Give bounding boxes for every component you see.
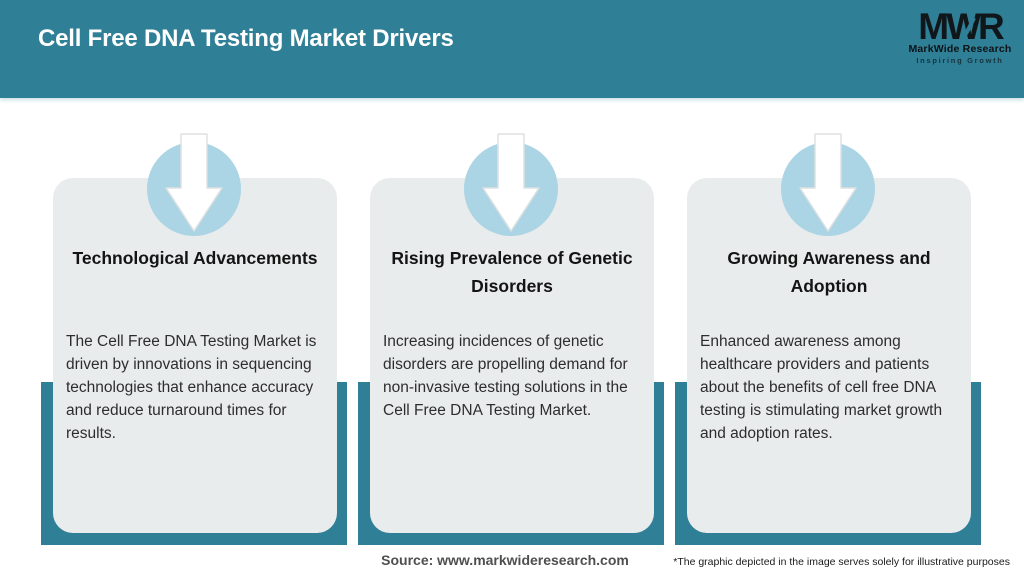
card-description: The Cell Free DNA Testing Market is driv… <box>66 333 317 442</box>
source-credit: Source: www.markwideresearch.com <box>381 552 629 568</box>
card-title: Growing Awareness and Adoption <box>727 248 931 296</box>
card-description: Increasing incidences of genetic disorde… <box>383 333 628 419</box>
driver-card-growing-awareness: Growing Awareness and Adoption Enhanced … <box>675 130 981 545</box>
down-arrow-icon <box>482 133 540 232</box>
markwide-research-logo: MWR MarkWide Research Inspiring Growth <box>908 8 1012 65</box>
logo-tagline: Inspiring Growth <box>916 56 1004 65</box>
down-arrow-icon <box>165 133 223 232</box>
driver-card-technological-advancements: Technological Advancements The Cell Free… <box>41 130 347 545</box>
page-title: Cell Free DNA Testing Market Drivers <box>38 25 454 52</box>
driver-card: Growing Awareness and Adoption Enhanced … <box>687 178 971 533</box>
driver-card: Technological Advancements The Cell Free… <box>53 178 337 533</box>
logo-name: MarkWide Research <box>908 43 1012 55</box>
logo-acronym: MWR <box>918 8 1004 45</box>
disclaimer-note: *The graphic depicted in the image serve… <box>673 556 1010 568</box>
header-bar: Cell Free DNA Testing Market Drivers MWR… <box>0 0 1024 98</box>
driver-card-rising-prevalence: Rising Prevalence of Genetic Disorders I… <box>358 130 664 545</box>
logo-acronym-text: MWR <box>918 6 1004 47</box>
card-title: Technological Advancements <box>72 248 318 268</box>
driver-card: Rising Prevalence of Genetic Disorders I… <box>370 178 654 533</box>
card-title: Rising Prevalence of Genetic Disorders <box>391 248 633 296</box>
card-description: Enhanced awareness among healthcare prov… <box>700 333 943 442</box>
down-arrow-icon <box>799 133 857 232</box>
